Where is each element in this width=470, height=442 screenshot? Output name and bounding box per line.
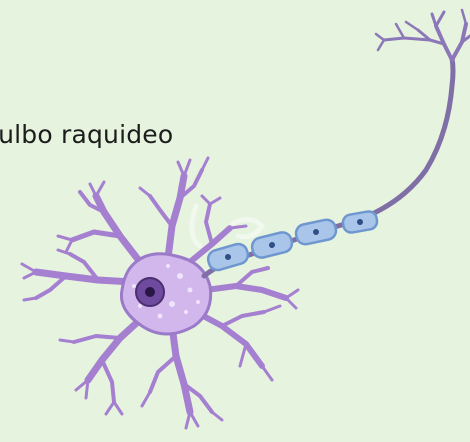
nucleolus	[145, 287, 155, 297]
myelin-segment-4	[342, 210, 379, 234]
myelin-sheath	[206, 210, 378, 272]
myelin-segment-3	[294, 218, 337, 246]
axon-terminals	[376, 10, 470, 60]
watermark	[192, 206, 262, 246]
